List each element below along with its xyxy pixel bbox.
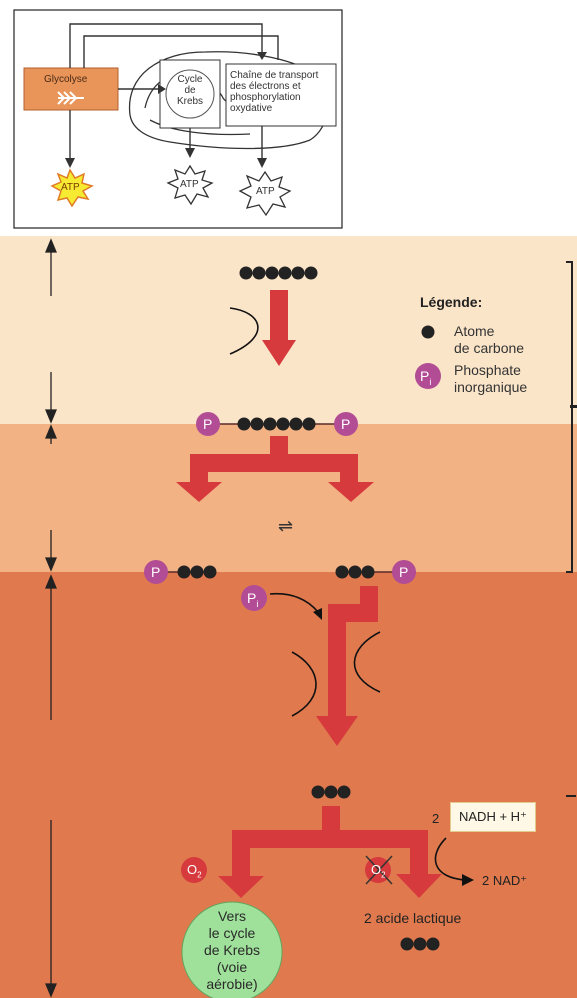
arrow-stage-1-shaft xyxy=(270,290,288,342)
phosphate-right-label: P xyxy=(341,416,350,432)
etc-label-line4: oxydative xyxy=(230,103,318,114)
pyruvate-carbons xyxy=(312,786,351,799)
etc-label-line2: des électrons et xyxy=(230,81,318,92)
red-arrow-stage-3 xyxy=(316,586,378,746)
phosphate-left-label: P xyxy=(203,416,212,432)
legend-carbon-line1: Atome xyxy=(454,323,524,340)
nadh-arrow-curve xyxy=(435,838,466,880)
nadh-box: NADH + H⁺ xyxy=(450,802,536,832)
split-arrow-2 xyxy=(218,806,442,898)
stage-axis xyxy=(46,240,56,996)
nadh-coefficient: 2 xyxy=(432,811,439,826)
etc-label-line3: phosphorylation xyxy=(230,92,318,103)
legend-carbon-dot xyxy=(422,326,435,339)
g3p-carbons-left xyxy=(178,566,217,579)
krebs-label-line3: Krebs xyxy=(172,96,208,107)
etc-label-line1: Chaîne de transport xyxy=(230,70,318,81)
legend-phosphate-label: Phosphate inorganique xyxy=(454,362,527,396)
glycolysis-label: Glycolyse xyxy=(44,74,87,85)
pi-label: Pi xyxy=(247,590,258,609)
etc-label: Chaîne de transport des électrons et pho… xyxy=(230,70,318,114)
krebs-destination-line5: aérobie) xyxy=(182,976,282,993)
krebs-destination-line1: Vers xyxy=(182,908,282,925)
legend-carbon-label: Atome de carbone xyxy=(454,323,524,357)
legend-phosphate-line2: inorganique xyxy=(454,379,527,396)
right-bracket xyxy=(566,262,576,796)
fbp-carbons xyxy=(238,418,316,431)
g3p-phosphate-left-label: P xyxy=(151,564,160,580)
krebs-destination-line4: (voie xyxy=(182,959,282,976)
pi-arrow-curve xyxy=(270,594,318,612)
arrow-stage-1-head xyxy=(262,340,296,366)
krebs-destination-line2: le cycle xyxy=(182,925,282,942)
enzyme-curve-2 xyxy=(292,652,316,716)
legend-phosphate-line1: Phosphate xyxy=(454,362,527,379)
legend-title: Légende: xyxy=(420,294,482,310)
glucose-carbons xyxy=(240,267,318,280)
atp-label-2: ATP xyxy=(180,179,199,190)
enzyme-curve-3 xyxy=(354,632,380,692)
lactic-acid-label: 2 acide lactique xyxy=(364,910,461,926)
atp-label-3: ATP xyxy=(256,186,275,197)
krebs-destination-label: Vers le cycle de Krebs (voie aérobie) xyxy=(182,908,282,993)
krebs-label-line1: Cycle xyxy=(172,74,208,85)
equilibrium-symbol: ⇌ xyxy=(278,516,293,537)
legend-carbon-line2: de carbone xyxy=(454,340,524,357)
nad-label: 2 NAD⁺ xyxy=(482,873,527,889)
krebs-destination-line3: de Krebs xyxy=(182,942,282,959)
krebs-label-line2: de xyxy=(172,85,208,96)
g3p-carbons-right xyxy=(336,566,375,579)
atp-label-1: ATP xyxy=(61,182,80,193)
o2-label-aerobic: O2 xyxy=(187,862,202,880)
lactate-carbons xyxy=(401,938,440,951)
g3p-phosphate-right-label: P xyxy=(399,564,408,580)
enzyme-curve-1 xyxy=(230,308,258,354)
krebs-label: Cycle de Krebs xyxy=(172,74,208,107)
o2-label-anaerobic: O2 xyxy=(371,862,386,880)
split-arrow-1 xyxy=(176,436,374,502)
legend-phosphate-symbol: Pi xyxy=(420,368,431,387)
